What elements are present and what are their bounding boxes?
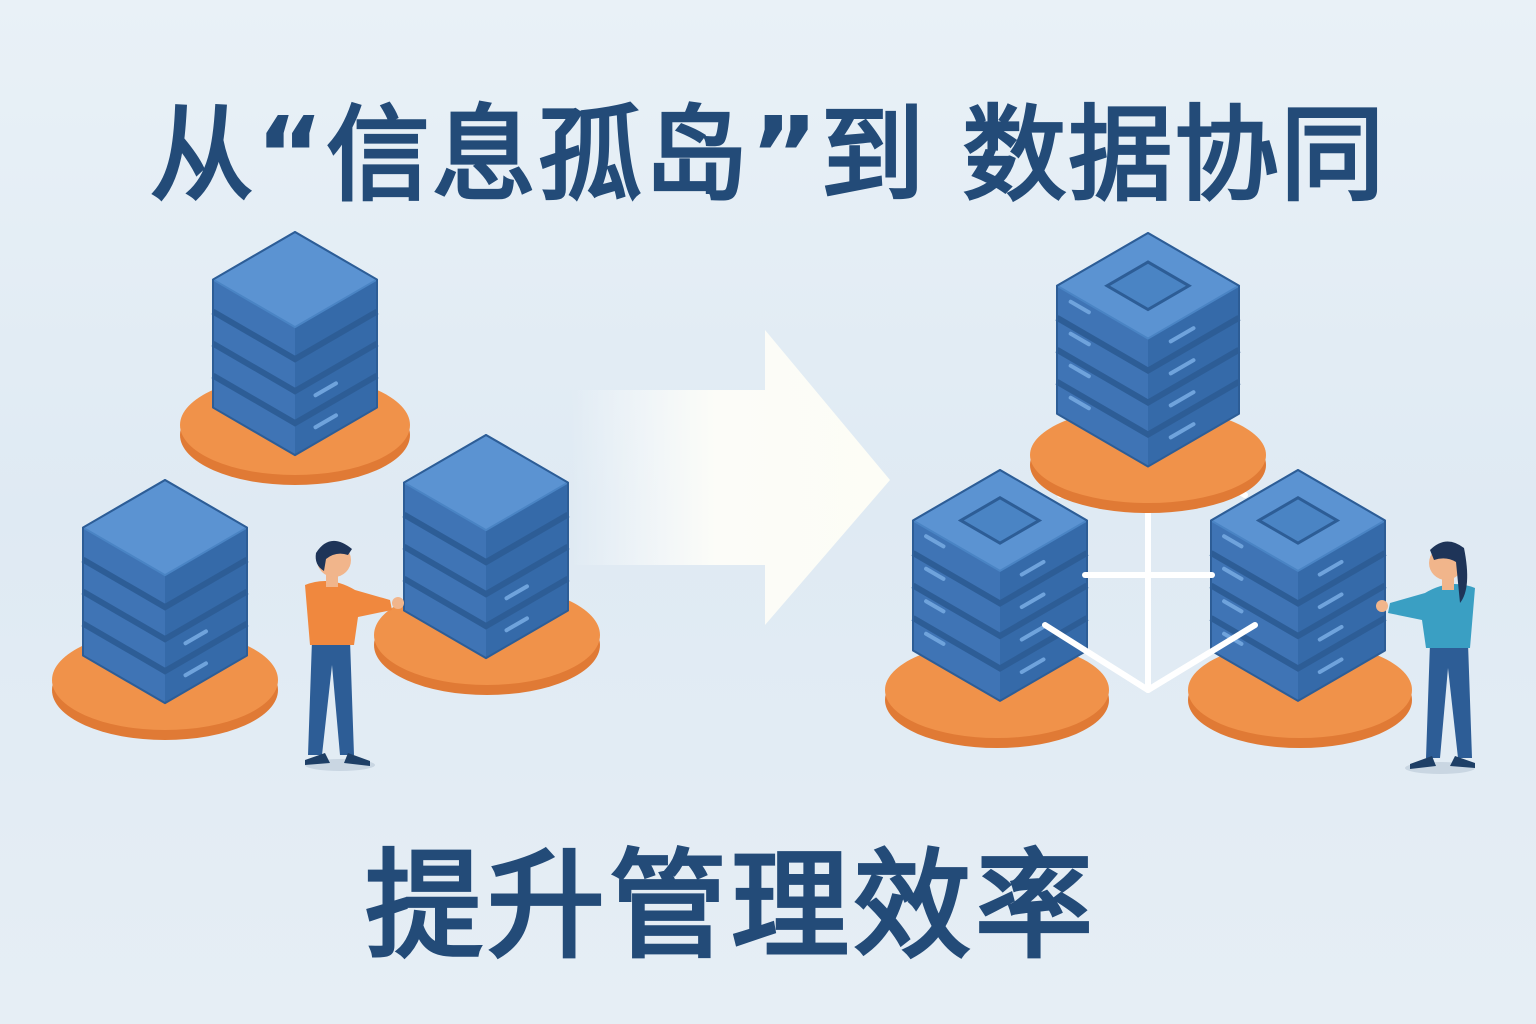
server-right-left xyxy=(885,469,1109,748)
server-right-top xyxy=(1030,232,1266,513)
server-left-right xyxy=(374,434,600,695)
isolated-servers-group xyxy=(52,231,600,740)
server-left-top xyxy=(180,231,410,485)
server-left-bottom xyxy=(52,479,278,740)
person-right xyxy=(1376,541,1475,774)
connection-line xyxy=(1145,622,1258,693)
title-part-2: 数据协同 xyxy=(962,94,1387,216)
connection-line xyxy=(1042,622,1151,693)
subtitle: 提升管理效率 xyxy=(365,837,1098,975)
server-right-right xyxy=(1188,469,1412,748)
person-left xyxy=(305,540,404,771)
page-title: 从“信息孤岛”到数据协同 xyxy=(0,70,1536,221)
connected-servers-group xyxy=(885,232,1412,748)
title-part-1: 从“信息孤岛”到 xyxy=(149,94,927,216)
right-arrow-icon xyxy=(570,330,890,625)
